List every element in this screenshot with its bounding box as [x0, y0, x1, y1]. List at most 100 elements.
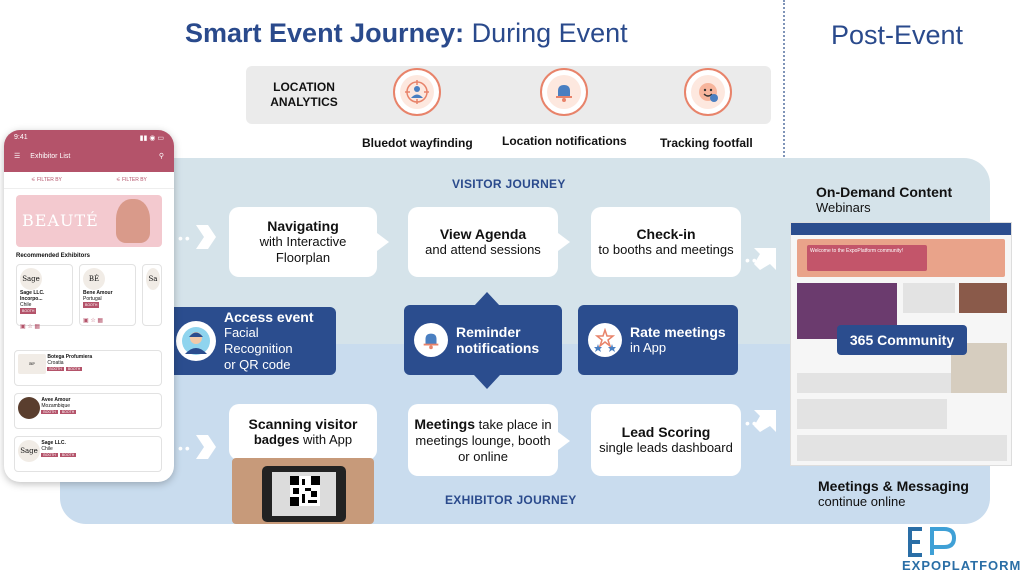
post-event-title: Post-Event [831, 20, 964, 50]
card-title: Check-in [636, 226, 696, 242]
card-text: or QR code [224, 357, 291, 372]
card-text: and attend sessions [425, 242, 541, 257]
visitor-journey-label: VISITOR JOURNEY [452, 177, 566, 191]
menu-icon[interactable]: ☰ [14, 153, 21, 160]
exhibitor-logo: Sage [18, 440, 40, 462]
card-title: Reminder [456, 324, 521, 340]
exhibitor-logo: Sage [20, 268, 42, 290]
card-title: Rate meetings [630, 324, 726, 340]
search-icon[interactable]: ⚲ [158, 153, 164, 160]
card-title: Lead Scoring [621, 424, 711, 440]
meetings-block: Meetings & Messaging continue online [818, 478, 969, 510]
phone-header-bar: 9:41 ▮▮ ◉ ▭ ☰ Exhibitor List ⚲ [4, 130, 174, 172]
meetings-sub: continue online [818, 494, 906, 509]
recommended-heading: Recommended Exhibitors [16, 253, 91, 259]
card-access-event: Access event Facial Recognition or QR co… [166, 307, 336, 375]
brand-name: EXPOPLATFORM [902, 558, 1022, 573]
filter-button[interactable]: ⚟ FILTER BY [31, 177, 62, 183]
card-text: to booths and meetings [598, 242, 734, 257]
screen-nav [791, 223, 1011, 235]
la-caption-footfall: Tracking footfall [660, 136, 753, 150]
phone-title: Exhibitor List [30, 152, 71, 160]
triangle-down-icon [474, 375, 500, 389]
banner-text: BEAUTÉ [22, 211, 99, 230]
location-analytics-label: LOCATION ANALYTICS [270, 80, 338, 109]
bell-icon [540, 68, 588, 116]
qr-code-icon [290, 476, 320, 506]
community-badge: 365 Community [837, 325, 967, 355]
exhibitor-logo: BP [18, 354, 46, 374]
screen-hero: Welcome to the ExpoPlatform community! [797, 239, 1005, 277]
exhibitor-logo [18, 397, 40, 419]
bubble-tail [377, 233, 389, 251]
phone-banner: BEAUTÉ [16, 195, 162, 247]
meetings-title: Meetings & Messaging [818, 478, 969, 494]
phone-mockup: 9:41 ▮▮ ◉ ▭ ☰ Exhibitor List ⚲ ⚟ FILTER B… [4, 130, 174, 482]
card-title: notifications [456, 340, 540, 356]
triangle-up-icon [474, 292, 500, 306]
exhibitor-logo: Sa [146, 268, 160, 290]
card-actions-icon[interactable]: ▣ ☆ ▦ [83, 318, 104, 324]
banner-photo [116, 199, 150, 243]
arrow-to-post-icon [754, 410, 776, 432]
card-title: Meetings [414, 415, 476, 432]
card-title: Access event [224, 309, 314, 325]
card-actions-icon[interactable]: ▣ ☆ ▦ [20, 324, 41, 330]
location-analytics-panel [246, 66, 771, 124]
card-lead-scoring: Lead Scoring single leads dashboard [591, 404, 741, 476]
qr-scan-photo [232, 458, 374, 524]
flow-dots: •• [745, 252, 759, 268]
on-demand-sub: Webinars [816, 200, 871, 215]
la-caption-bluedot: Bluedot wayfinding [362, 136, 473, 150]
card-title: badges [253, 432, 300, 447]
stars-icon [588, 323, 622, 357]
expoplatform-logo [908, 527, 957, 557]
bubble-tail [558, 233, 570, 251]
signal-icon: ▮▮ ◉ ▭ [139, 135, 164, 142]
card-text: single leads dashboard [599, 440, 733, 455]
chevron-right-icon [196, 435, 216, 459]
face-icon [176, 321, 216, 361]
flow-dots: •• [745, 415, 759, 431]
phone-time: 9:41 [14, 134, 28, 141]
on-demand-title: On-Demand Content [816, 184, 953, 200]
title-rest: During Event [464, 18, 628, 48]
filter-button[interactable]: ⚟ FILTER BY [116, 177, 147, 183]
card-text: take place in meetings lounge, booth or … [415, 416, 552, 464]
person-target-icon [393, 68, 441, 116]
card-scanning-badges: Scanning visitor badges with App [229, 404, 377, 460]
card-view-agenda: View Agenda and attend sessions [408, 207, 558, 277]
on-demand-block: On-Demand Content Webinars [816, 184, 952, 216]
exhibitor-card[interactable]: Sa [142, 264, 162, 326]
smiley-icon [684, 68, 732, 116]
card-text: with App [299, 432, 353, 447]
bubble-tail [558, 432, 570, 450]
card-text: Facial Recognition [224, 325, 293, 356]
bell-icon [414, 323, 448, 357]
flow-dots: •• [178, 230, 192, 246]
card-navigating: Navigating with Interactive Floorplan [229, 207, 377, 277]
la-caption-notifications: Location notifications [502, 134, 627, 148]
card-title: Navigating [267, 218, 339, 234]
exhibitor-journey-label: EXHIBITOR JOURNEY [445, 493, 577, 507]
title-bold: Smart Event Journey: [185, 18, 465, 48]
arrow-to-post-icon [754, 248, 776, 270]
card-rate-meetings: Rate meetings in App [578, 305, 738, 375]
page-title: Smart Event Journey: During Event [185, 18, 628, 49]
chevron-right-icon [196, 225, 216, 249]
card-text: in App [630, 340, 667, 355]
card-title: View Agenda [439, 226, 527, 242]
card-meetings: Meetings take place in meetings lounge, … [408, 404, 558, 476]
card-reminder: Reminder notifications [404, 305, 562, 375]
card-title: Scanning visitor [248, 416, 358, 432]
card-text: with Interactive Floorplan [259, 234, 347, 265]
screen-hero-text: Welcome to the ExpoPlatform community! [810, 248, 903, 254]
card-check-in: Check-in to booths and meetings [591, 207, 741, 277]
flow-dots: •• [178, 440, 192, 456]
exhibitor-logo: BÉ [83, 268, 105, 290]
